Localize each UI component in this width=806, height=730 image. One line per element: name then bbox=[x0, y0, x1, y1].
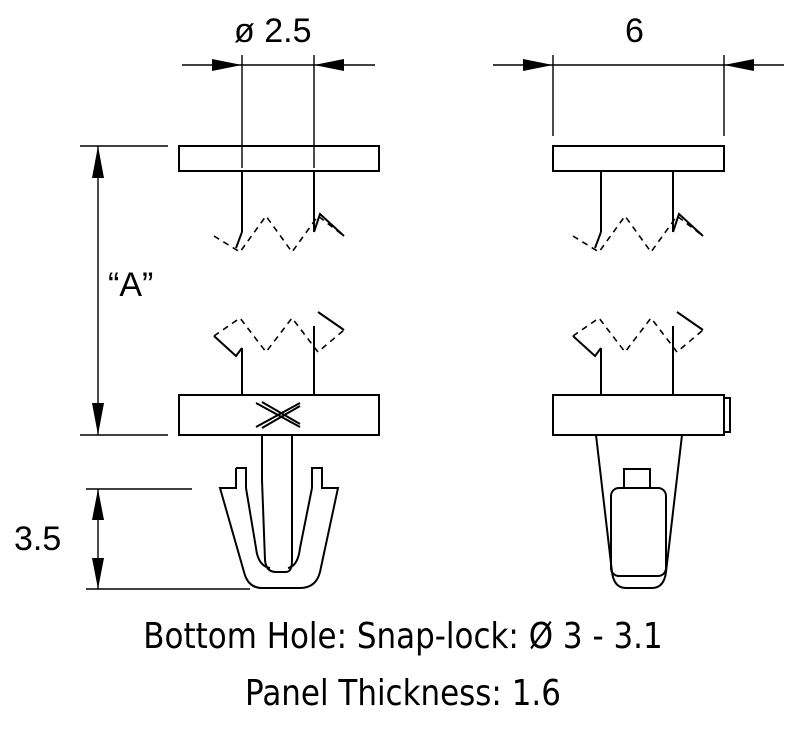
length-label: “A” bbox=[108, 266, 153, 304]
side-view: 6 bbox=[493, 12, 784, 589]
snap-lock-left bbox=[261, 435, 293, 573]
front-view: ø 2.5 “A” bbox=[14, 12, 380, 590]
bottom-head bbox=[178, 394, 380, 436]
bottom-hole-caption: Bottom Hole: Snap-lock: Ø 3 - 3.1 bbox=[143, 616, 663, 657]
stem-diameter-label: ø 2.5 bbox=[234, 12, 311, 50]
panel-thickness-caption: Panel Thickness: 1.6 bbox=[245, 673, 561, 714]
head-width-label: 6 bbox=[625, 12, 644, 50]
snap-height-label: 3.5 bbox=[14, 520, 61, 558]
technical-drawing: ø 2.5 “A” bbox=[14, 12, 784, 590]
top-head bbox=[178, 145, 380, 172]
